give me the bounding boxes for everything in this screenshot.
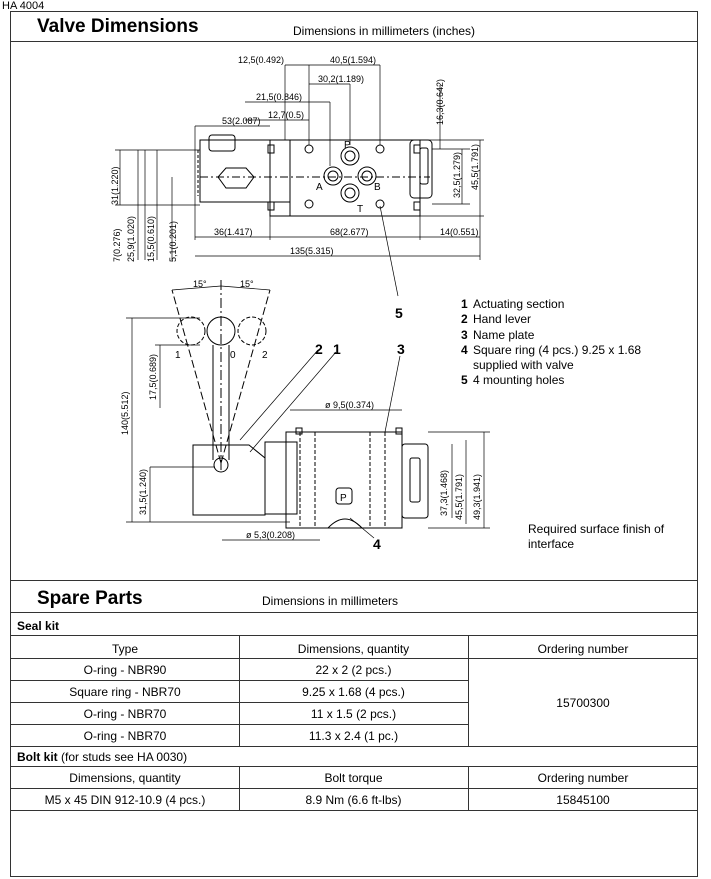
bolt-header-order: Ordering number xyxy=(537,771,629,785)
seal-row-dim: 11.3 x 2.4 (1 pc.) xyxy=(308,729,399,743)
seal-row-dim: 22 x 2 (2 pcs.) xyxy=(315,663,392,677)
port-label: T xyxy=(357,204,363,215)
spare-parts-subtitle: Dimensions in millimeters xyxy=(262,594,399,608)
seal-row-type: O-ring - NBR90 xyxy=(83,663,167,677)
page-frame: Valve Dimensions Dimensions in millimete… xyxy=(10,11,698,877)
bolt-header-torque: Bolt torque xyxy=(324,771,383,785)
dim-label: 16,3(0.642) xyxy=(435,79,445,125)
dim-label: 12,5(0.492) xyxy=(238,55,284,65)
dim-label: 45,5(1.791) xyxy=(470,144,480,190)
dim-label: 40,5(1.594) xyxy=(330,55,376,65)
spare-parts-title: Spare Parts xyxy=(37,588,143,609)
bolt-row-dim: M5 x 45 DIN 912-10.9 (4 pcs.) xyxy=(44,793,206,807)
seal-row-dim: 11 x 1.5 (2 pcs.) xyxy=(310,707,397,721)
dim-label: 15,5(0.610) xyxy=(146,216,156,262)
port-label: P xyxy=(340,493,347,504)
actuator-outline xyxy=(199,139,291,203)
dim-label: 15° xyxy=(240,279,254,289)
actuating-section xyxy=(192,444,266,516)
bolt-kit-note: (for studs see HA 0030) xyxy=(61,750,188,764)
valve-dimensions-title: Valve Dimensions xyxy=(37,16,199,37)
port-p-circle xyxy=(340,146,360,166)
bolt-kit-heading: Bolt kit (for studs see HA 0030) xyxy=(17,750,187,764)
dim-label: 17,5(0.689) xyxy=(148,354,158,400)
port-label: P xyxy=(344,140,351,151)
dim-label: 31,5(1.240) xyxy=(138,469,148,515)
bolt-header-dim: Dimensions, quantity xyxy=(69,771,181,785)
dim-label: 36(1.417) xyxy=(214,227,253,237)
seal-row-type: O-ring - NBR70 xyxy=(83,707,167,721)
dim-label: 30,2(1.189) xyxy=(318,74,364,84)
dim-label: 45,5(1.791) xyxy=(454,474,464,520)
mounting-hole-icon xyxy=(375,199,385,209)
dim-label: 53(2.087) xyxy=(222,116,261,126)
seal-row-type: O-ring - NBR70 xyxy=(83,729,167,743)
dim-label: 31(1.220) xyxy=(110,166,120,205)
dim-label: 14(0.551) xyxy=(440,227,479,237)
seal-kit-label: Seal kit xyxy=(17,619,60,633)
hex-plug xyxy=(217,167,255,189)
dim-label: 135(5.315) xyxy=(290,246,334,256)
document-code: HA 4004 xyxy=(2,0,45,12)
bolt-row-torque: 8.9 Nm (6.6 ft-lbs) xyxy=(305,793,402,807)
mounting-hole-icon xyxy=(304,144,314,154)
hand-lever-knob xyxy=(208,134,236,152)
seal-row-type: Square ring - NBR70 xyxy=(69,685,181,699)
dim-label: 140(5.512) xyxy=(120,391,130,435)
callout-number: 5 xyxy=(395,305,403,321)
dim-label: ø 5,3(0.208) xyxy=(246,530,295,540)
dim-label: 32,5(1.279) xyxy=(452,152,462,198)
seal-header-order: Ordering number xyxy=(537,642,629,656)
port-label: B xyxy=(374,182,381,193)
seal-header-dim: Dimensions, quantity xyxy=(297,642,410,656)
port-t-circle xyxy=(340,183,360,203)
dim-label: 68(2.677) xyxy=(330,227,369,237)
valve-body-top xyxy=(269,139,421,217)
port-a-circle xyxy=(323,166,343,186)
seal-ordering-number: 15700300 xyxy=(556,696,610,710)
seal-header-type: Type xyxy=(111,642,138,656)
surface-finish-note: Required surface finish of interface xyxy=(528,522,665,551)
dim-label: 21,5(0.846) xyxy=(256,92,302,102)
mounting-hole-icon xyxy=(304,199,314,209)
lever-position-label: 2 xyxy=(262,350,268,361)
bolt-kit-label: Bolt kit xyxy=(17,750,58,764)
bolt-row-order: 15845100 xyxy=(556,793,610,807)
spare-title-divider xyxy=(11,612,697,613)
port-b-circle xyxy=(357,166,377,186)
dim-label: 15° xyxy=(193,279,207,289)
leader-line-5 xyxy=(379,205,399,297)
lever-position-label: 1 xyxy=(175,350,181,361)
callout-number: 1 xyxy=(333,341,341,357)
dim-label: 5,1(0.201) xyxy=(168,221,178,262)
lever-position-label: 0 xyxy=(230,350,236,361)
valve-dimensions-subtitle: Dimensions in millimeters (inches) xyxy=(293,24,476,38)
callout-number: 3 xyxy=(397,341,405,357)
dim-label: 37,3(1.468) xyxy=(439,470,449,516)
legend-item-continuation: supplied with valve xyxy=(473,358,574,373)
section-divider xyxy=(11,580,697,581)
dim-label: ø 9,5(0.374) xyxy=(325,400,374,410)
dim-label: 12,7(0.5) xyxy=(268,110,304,120)
dim-label: 49,3(1.941) xyxy=(472,474,482,520)
mounting-hole-icon xyxy=(375,144,385,154)
hand-lever-knob-side xyxy=(206,316,236,346)
port-label: A xyxy=(316,182,323,193)
callout-number: 2 xyxy=(315,341,323,357)
dim-label: 7(0.276) xyxy=(112,228,122,262)
seal-row-dim: 9.25 x 1.68 (4 pcs.) xyxy=(302,685,405,699)
title-divider xyxy=(11,41,697,42)
callout-number: 4 xyxy=(373,536,381,552)
dim-label: 25,9(1.020) xyxy=(126,216,136,262)
